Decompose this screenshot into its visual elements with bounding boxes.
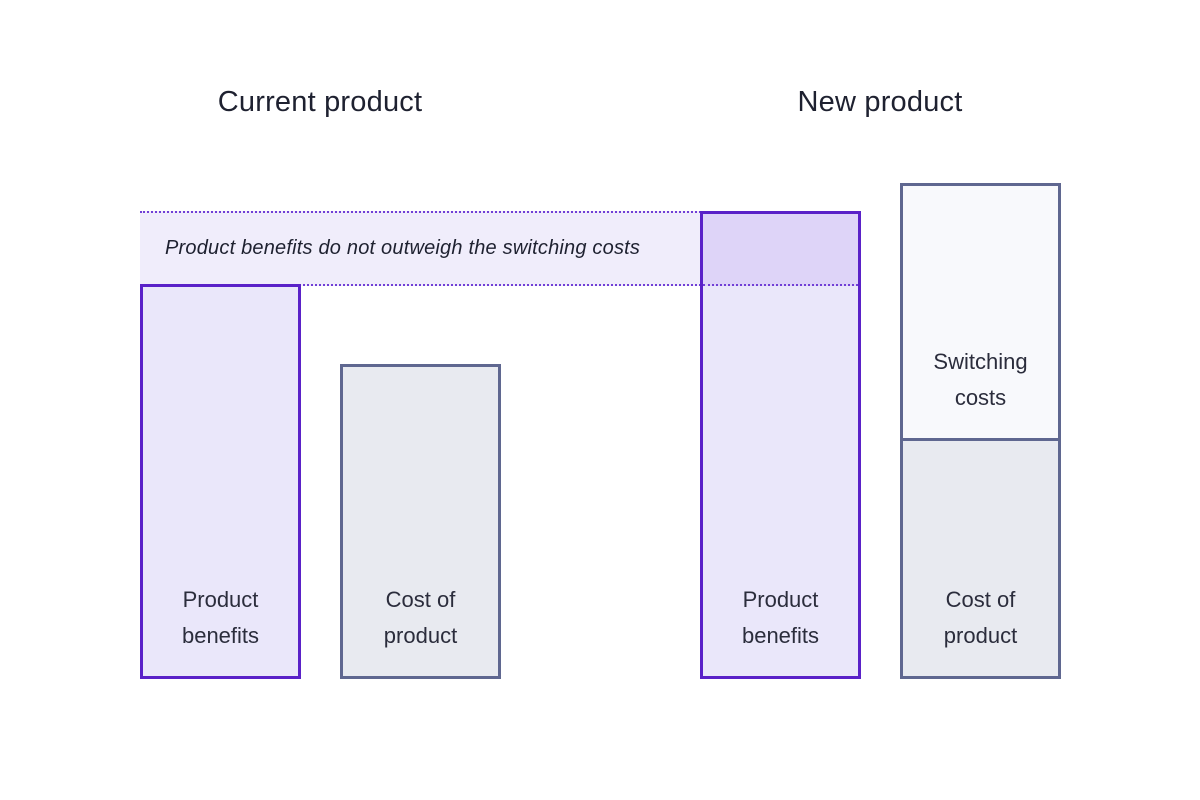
- bar-label-new-cost-of-product: Cost of product: [943, 587, 1018, 648]
- bar-label-new-switching-costs: Switching costs: [933, 349, 1028, 410]
- bar-current-cost-of-product: Cost of product: [340, 364, 501, 679]
- new-product-title: New product: [797, 86, 963, 118]
- bar-label-current-cost-of-product: Cost of product: [383, 587, 458, 648]
- bar-new-product-benefits: Product benefits: [700, 211, 861, 679]
- bar-new-switching-costs: Switching costs: [900, 183, 1061, 441]
- bar-new-cost-of-product: Cost of product: [900, 438, 1061, 679]
- bar-label-new-product-benefits: Product benefits: [741, 587, 820, 648]
- bar-current-product-benefits: Product benefits: [140, 284, 301, 679]
- current-product-title: Current product: [217, 86, 423, 118]
- annotation-text: Product benefits do not outweigh the swi…: [165, 237, 641, 259]
- band-overlap-highlight: [703, 214, 858, 286]
- bar-label-current-product-benefits: Product benefits: [181, 587, 260, 648]
